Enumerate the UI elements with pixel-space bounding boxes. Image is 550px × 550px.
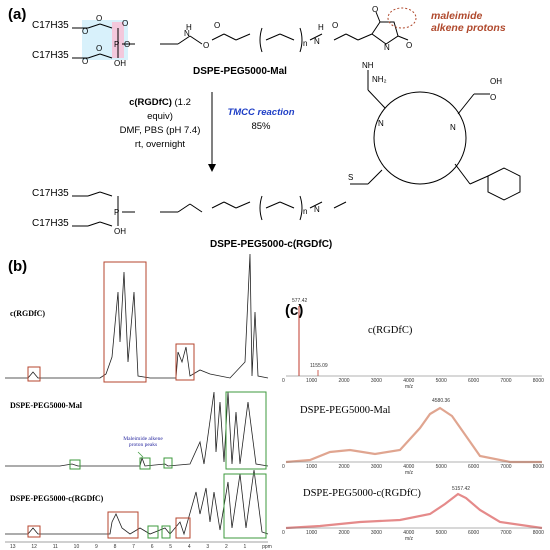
svg-text:O: O bbox=[214, 21, 220, 30]
svg-text:N: N bbox=[314, 37, 320, 46]
panel-a-label: (a) bbox=[8, 6, 27, 23]
ms1-peak-label-1155: 1155.09 bbox=[310, 363, 328, 369]
svg-text:O: O bbox=[96, 44, 102, 53]
nmr-box-t1-b bbox=[103, 261, 147, 383]
svg-text:O: O bbox=[203, 41, 209, 50]
svg-text:H: H bbox=[318, 23, 324, 32]
lipid-chain-top-1: C17H35 bbox=[32, 20, 69, 31]
maleimide-peak-annotation: Maleimide alkene proton peaks bbox=[123, 436, 163, 448]
ms3-envelope bbox=[285, 492, 543, 530]
svg-text:O: O bbox=[122, 19, 128, 28]
nmr-box-t1-a bbox=[27, 366, 41, 382]
svg-text:O: O bbox=[332, 21, 338, 30]
dspe-peg-mal-structure: O O O P O OH O H N O n H N O N O O O O bbox=[72, 5, 417, 68]
nmr-box-t3-d bbox=[147, 525, 159, 539]
compound1-label: DSPE-PEG5000-Mal bbox=[193, 66, 287, 77]
ms3-axis-unit: m/z bbox=[405, 536, 414, 542]
nmr-spectra bbox=[5, 253, 269, 543]
svg-text:N: N bbox=[384, 43, 390, 52]
ms-label-1: c(RGDfC) bbox=[368, 325, 413, 336]
crgdfc-structure: NH NH₂ OH O N N S bbox=[348, 61, 521, 201]
nmr-axis-ticks: 13 12 11 10 9 8 7 6 5 4 3 2 1 ppm bbox=[10, 544, 272, 550]
nmr-label-3: DSPE-PEG5000-c(RGDfC) bbox=[10, 494, 104, 503]
nmr-box-t2-a bbox=[69, 459, 81, 470]
nmr-box-t2-b bbox=[139, 457, 151, 470]
nmr-box-t1-c bbox=[175, 343, 195, 381]
nmr-trace-2 bbox=[5, 391, 269, 467]
svg-text:S: S bbox=[348, 173, 353, 182]
svg-text:OH: OH bbox=[114, 227, 126, 236]
ms1-peak-label-577: 577.42 bbox=[292, 298, 308, 304]
svg-text:P: P bbox=[114, 208, 119, 217]
ms-spectra bbox=[285, 306, 543, 530]
svg-text:NH₂: NH₂ bbox=[372, 75, 387, 84]
nmr-label-2: DSPE-PEG5000-Mal bbox=[10, 401, 82, 410]
nmr-box-t3-b bbox=[107, 511, 139, 539]
ms-label-3: DSPE-PEG5000-c(RGDfC) bbox=[303, 488, 421, 499]
svg-text:NH: NH bbox=[362, 61, 374, 70]
reaction-conditions: c(RGDfC) (1.2 equiv) DMF, PBS (pH 7.4) r… bbox=[119, 97, 201, 150]
lipid-chain-bottom-2: C17H35 bbox=[32, 218, 69, 229]
svg-text:N: N bbox=[450, 123, 456, 132]
ms2-envelope bbox=[285, 406, 542, 464]
svg-text:N: N bbox=[184, 29, 190, 38]
svg-text:P: P bbox=[114, 40, 119, 49]
svg-text:O: O bbox=[490, 93, 496, 102]
reaction-name: TMCC reaction 85% bbox=[227, 107, 295, 132]
nmr-box-t2-c bbox=[163, 457, 173, 469]
nmr-box-t3-e bbox=[161, 525, 171, 539]
lipid-chain-top-2: C17H35 bbox=[32, 50, 69, 61]
ms1-axis-unit: m/z bbox=[405, 384, 414, 390]
ms3-peak-label: 5157.42 bbox=[452, 486, 471, 492]
nmr-label-1: c(RGDfC) bbox=[10, 309, 46, 318]
nmr-box-t3-c bbox=[175, 517, 191, 539]
svg-text:O: O bbox=[82, 57, 88, 66]
nmr-box-t3-a bbox=[27, 525, 41, 538]
svg-text:OH: OH bbox=[114, 59, 126, 68]
svg-text:N: N bbox=[314, 205, 320, 214]
svg-text:O: O bbox=[124, 40, 130, 49]
ms2-axis-unit: m/z bbox=[405, 470, 414, 476]
maleimide-proton-note: maleimide alkene protons bbox=[431, 10, 506, 34]
ms-label-2: DSPE-PEG5000-Mal bbox=[300, 405, 391, 416]
svg-text:n: n bbox=[303, 39, 307, 48]
dspe-peg-crgdfc-structure: P OH n N bbox=[72, 191, 347, 236]
svg-text:N: N bbox=[378, 119, 384, 128]
nmr-trace-1 bbox=[5, 253, 269, 379]
ms2-peak-label: 4580.36 bbox=[432, 398, 451, 404]
reaction-arrow bbox=[208, 92, 216, 172]
nmr-box-t3-f bbox=[223, 473, 267, 539]
svg-text:OH: OH bbox=[490, 77, 502, 86]
svg-text:H: H bbox=[186, 23, 192, 32]
panel-b-label: (b) bbox=[8, 258, 28, 275]
compound2-label: DSPE-PEG5000-c(RGDfC) bbox=[210, 239, 333, 250]
lipid-chain-bottom-1: C17H35 bbox=[32, 188, 69, 199]
svg-text:O: O bbox=[372, 5, 378, 14]
svg-text:O: O bbox=[82, 27, 88, 36]
nmr-trace-3 bbox=[5, 469, 269, 536]
svg-text:n: n bbox=[303, 207, 307, 216]
nmr-box-t2-d bbox=[225, 391, 267, 470]
svg-text:O: O bbox=[406, 41, 412, 50]
svg-text:O: O bbox=[96, 14, 102, 23]
